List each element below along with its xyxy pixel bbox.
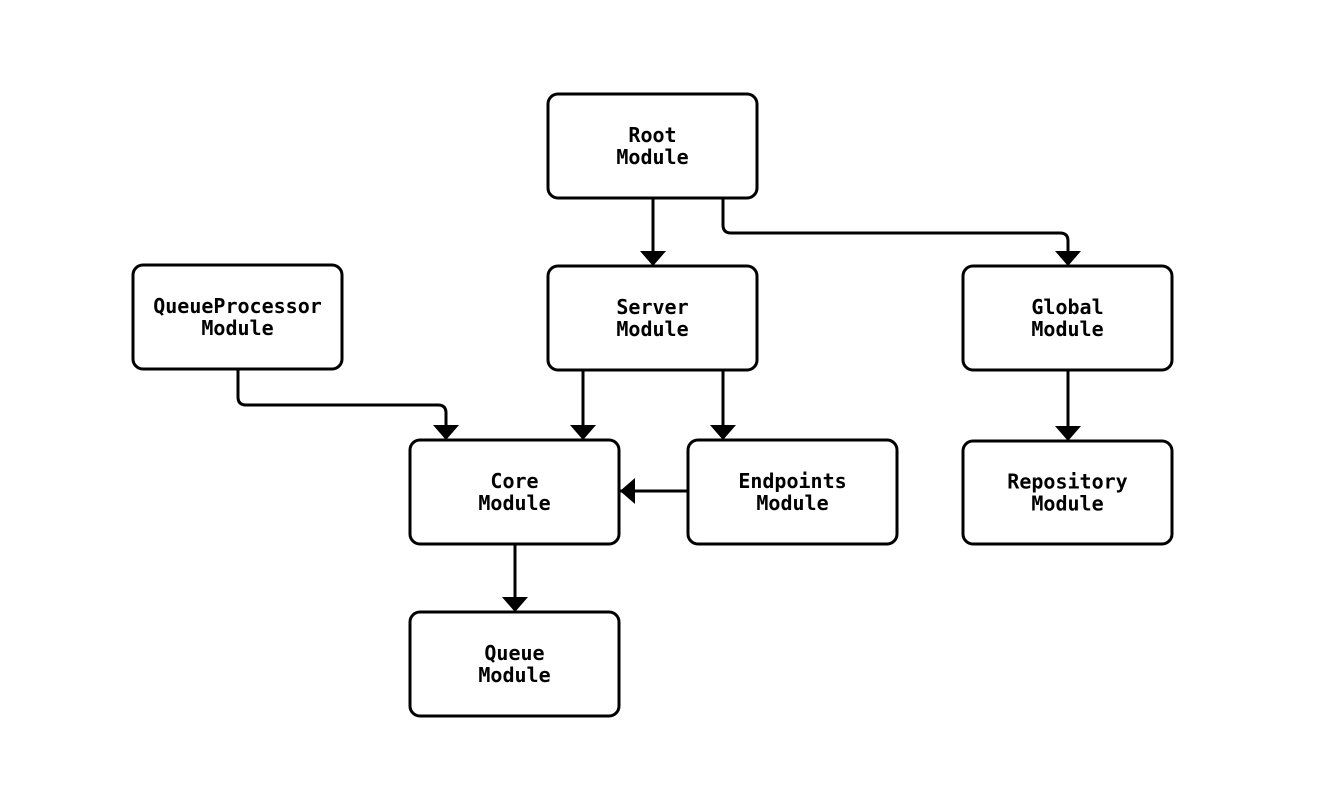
- node-box: [546, 92, 759, 200]
- node-box: [961, 439, 1174, 546]
- edge-layer: [236, 198, 1081, 612]
- node-box: [408, 610, 621, 718]
- node-box: [961, 264, 1174, 372]
- edge-root-to-global: [721, 198, 1081, 266]
- node-box: [408, 438, 621, 546]
- node-box: [686, 438, 899, 546]
- node-box: [131, 263, 344, 371]
- edge-queueprocessor-to-core: [236, 369, 459, 440]
- node-box: [546, 264, 759, 372]
